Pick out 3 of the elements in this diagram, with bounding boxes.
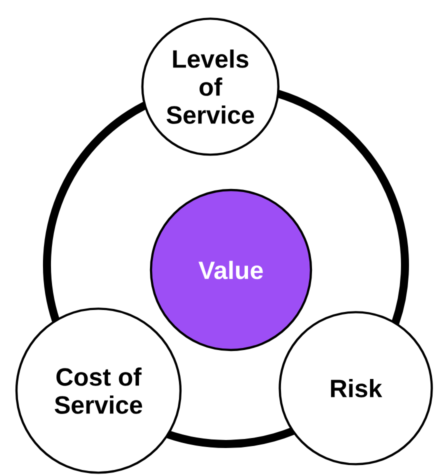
ring-arc: [43, 102, 148, 322]
ring-arc: [276, 90, 409, 324]
ring-arc: [166, 427, 294, 448]
